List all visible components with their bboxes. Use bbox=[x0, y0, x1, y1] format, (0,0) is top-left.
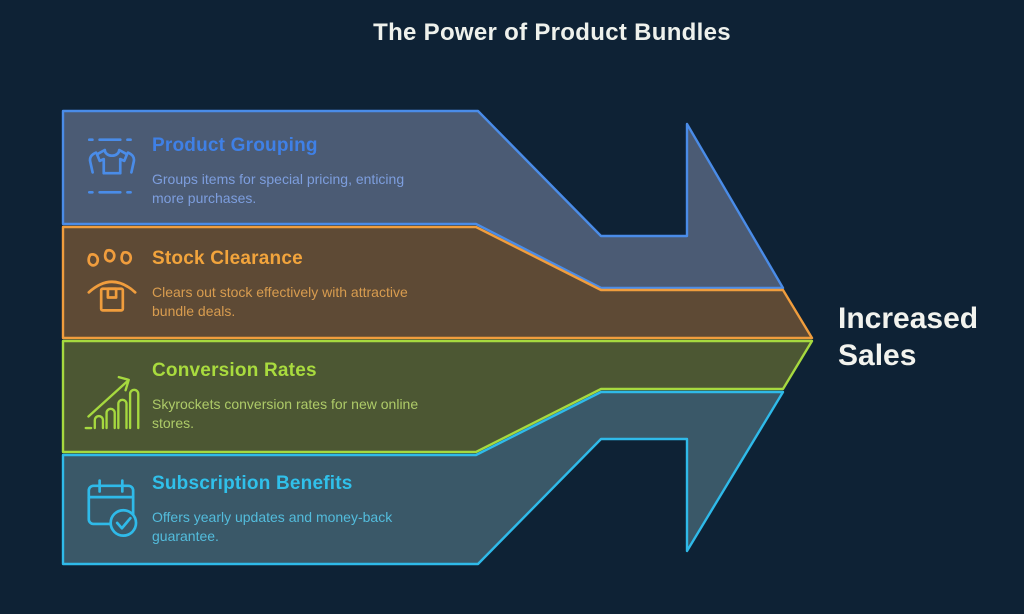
band-description: Offers yearly updates and money-back gua… bbox=[152, 509, 393, 544]
band-title: Stock Clearance bbox=[152, 248, 303, 269]
band-description: Groups items for special pricing, entici… bbox=[152, 171, 405, 206]
band-product-grouping: Product Grouping Groups items for specia… bbox=[152, 135, 492, 208]
calendar-check-icon bbox=[83, 476, 141, 542]
band-conversion-rates: Conversion Rates Skyrockets conversion r… bbox=[152, 360, 492, 433]
band-title: Product Grouping bbox=[152, 135, 318, 156]
band-shape-product-grouping bbox=[61, 109, 785, 290]
band-stock-clearance: Stock Clearance Clears out stock effecti… bbox=[152, 248, 492, 321]
band-shape-subscription-benefits bbox=[61, 390, 785, 566]
band-description: Clears out stock effectively with attrac… bbox=[152, 284, 408, 319]
band-subscription-benefits: Subscription Benefits Offers yearly upda… bbox=[152, 473, 492, 546]
band-description: Skyrockets conversion rates for new onli… bbox=[152, 396, 419, 431]
growth-chart-icon bbox=[83, 364, 141, 431]
clearance-drops-box-icon bbox=[83, 246, 141, 314]
tshirts-icon bbox=[83, 133, 141, 199]
result-label: Increased Sales bbox=[838, 302, 979, 372]
band-shape-stock-clearance bbox=[61, 225, 814, 340]
band-shape-conversion-rates bbox=[61, 339, 814, 454]
page-title: The Power of Product Bundles bbox=[373, 19, 731, 46]
band-title: Conversion Rates bbox=[152, 360, 317, 381]
band-title: Subscription Benefits bbox=[152, 473, 353, 494]
